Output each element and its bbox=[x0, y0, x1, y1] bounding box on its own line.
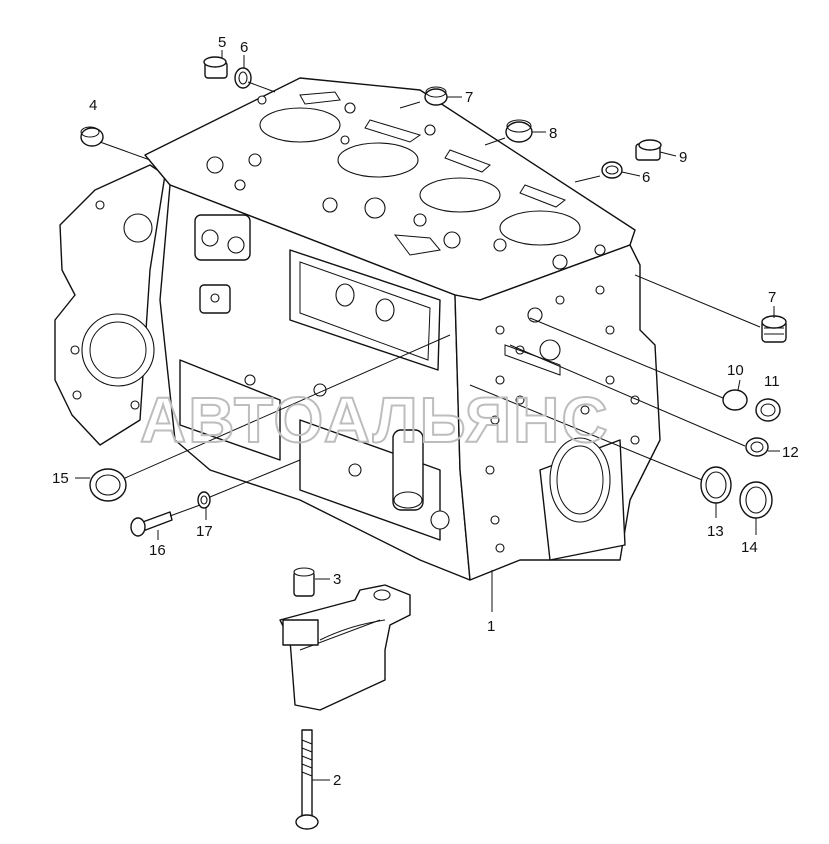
dowel-sleeve bbox=[293, 567, 315, 597]
callout-9: 9 bbox=[679, 149, 687, 166]
seal-15 bbox=[89, 468, 127, 502]
plug-8 bbox=[505, 119, 533, 143]
callout-12: 12 bbox=[782, 444, 799, 461]
callout-4: 4 bbox=[89, 97, 97, 114]
cup-10 bbox=[722, 389, 748, 411]
callout-7b: 7 bbox=[768, 289, 776, 306]
bolt-9 bbox=[635, 139, 662, 161]
callout-16: 16 bbox=[149, 542, 166, 559]
callout-6a: 6 bbox=[240, 39, 248, 56]
callout-labels: 1 2 3 4 5 6 6 7 7 8 9 10 11 12 13 14 15 … bbox=[52, 34, 799, 789]
main-bearing-cap bbox=[279, 584, 411, 711]
washer-6a bbox=[234, 67, 252, 89]
washer-17 bbox=[197, 491, 211, 509]
callout-10: 10 bbox=[727, 362, 744, 379]
callout-2: 2 bbox=[333, 772, 341, 789]
plug-4 bbox=[80, 126, 104, 147]
plug-7a bbox=[424, 86, 448, 106]
bolt-5 bbox=[203, 56, 228, 79]
bolt-16 bbox=[130, 511, 173, 537]
seal-14 bbox=[739, 481, 773, 519]
callout-5: 5 bbox=[218, 34, 226, 51]
watermark: АВТОАЛЬЯНС bbox=[140, 384, 610, 456]
callout-1: 1 bbox=[487, 618, 495, 635]
washer-6b bbox=[601, 161, 623, 179]
plug-12 bbox=[745, 437, 769, 457]
callout-6b: 6 bbox=[642, 169, 650, 186]
cap-bolt bbox=[295, 729, 319, 830]
seal-13 bbox=[700, 466, 732, 504]
callout-13: 13 bbox=[707, 523, 724, 540]
plug-7b bbox=[761, 315, 787, 343]
callout-7a: 7 bbox=[465, 89, 473, 106]
leader-lines bbox=[75, 50, 780, 781]
callout-14: 14 bbox=[741, 539, 758, 556]
callout-3: 3 bbox=[333, 571, 341, 588]
callout-11: 11 bbox=[764, 373, 780, 390]
callout-15: 15 bbox=[52, 470, 69, 487]
engine-block bbox=[54, 77, 661, 581]
callout-17: 17 bbox=[196, 523, 213, 540]
plug-11 bbox=[755, 398, 781, 422]
callout-8: 8 bbox=[549, 125, 557, 142]
